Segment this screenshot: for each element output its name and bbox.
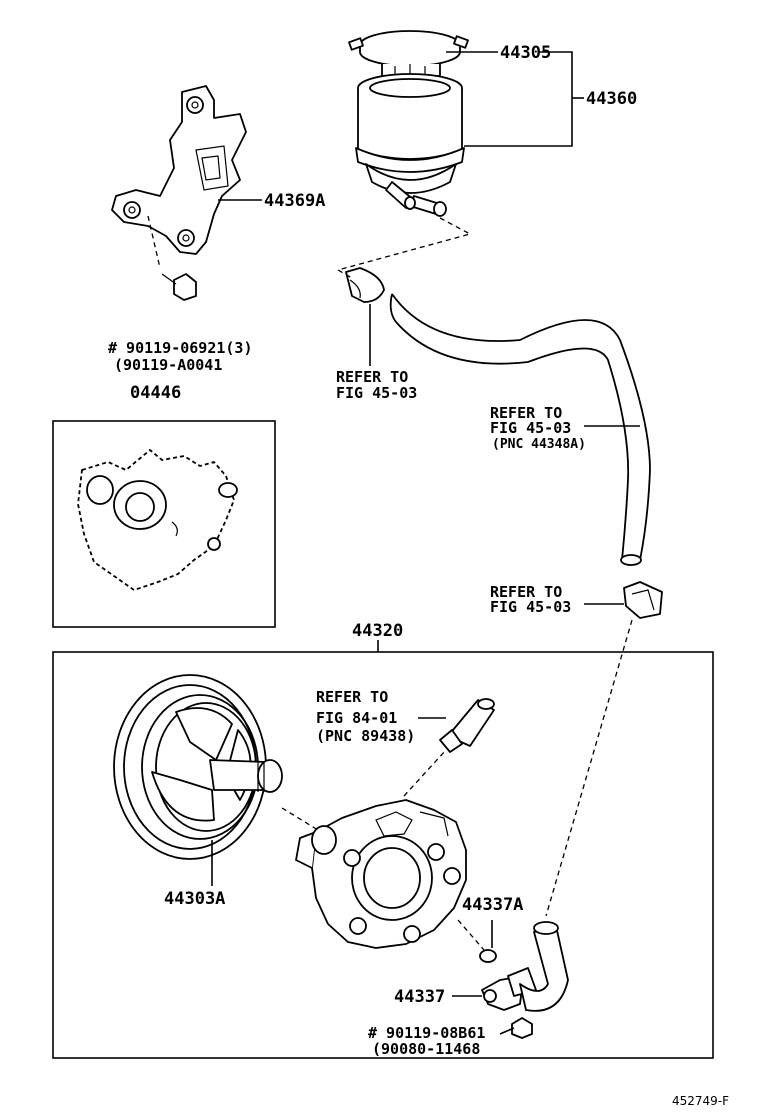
label-refer-hose-2: FIG 45-03 <box>490 419 571 437</box>
label-bolt-90119-a0041: (90119-A0041 <box>114 356 222 374</box>
label-44337a: 44337A <box>462 895 523 915</box>
gasket-kit-box <box>52 420 276 628</box>
return-hose-part <box>389 293 651 566</box>
label-refer-clamp-2: FIG 45-03 <box>336 384 417 402</box>
label-44360: 44360 <box>586 89 637 109</box>
label-refer-sensor-1: REFER TO <box>316 688 388 706</box>
bracket-part <box>111 85 247 255</box>
pulley-part <box>113 674 283 860</box>
label-bolt-90119-06921: # 90119-06921(3) <box>108 339 253 357</box>
o-ring-part <box>479 949 497 963</box>
lower-clamp-part <box>623 581 663 619</box>
label-refer-clamp2-2: FIG 45-03 <box>490 598 571 616</box>
reservoir-cap-part <box>348 30 469 78</box>
gasket-kit-part <box>77 449 238 591</box>
reservoir-tank-part <box>355 73 465 217</box>
union-part <box>481 921 569 1012</box>
label-bolt-90119-08b61: # 90119-08B61 <box>368 1024 485 1042</box>
label-refer-sensor-3: (PNC 89438) <box>316 727 415 745</box>
pump-assembly-box <box>52 651 714 1059</box>
label-refer-clamp-1: REFER TO <box>336 368 408 386</box>
label-44303a: 44303A <box>164 889 225 909</box>
bracket-bolt-part <box>161 273 197 301</box>
label-44337: 44337 <box>394 987 445 1007</box>
label-04446: 04446 <box>130 383 181 403</box>
label-44320: 44320 <box>352 621 403 641</box>
label-44305: 44305 <box>500 43 551 63</box>
figure-id: 452749-F <box>672 1094 729 1108</box>
label-refer-sensor-2: FIG 84-01 <box>316 709 397 727</box>
label-refer-hose-1: REFER TO <box>490 404 562 422</box>
label-refer-hose-3: (PNC 44348A) <box>492 437 586 452</box>
union-bolt-part <box>511 1017 533 1039</box>
pressure-switch-part <box>439 698 495 753</box>
label-bolt-90080-11468: (90080-11468 <box>372 1040 480 1058</box>
upper-clamp-part <box>345 267 385 303</box>
alignment-lines <box>147 215 633 951</box>
pump-body-part <box>295 799 467 949</box>
label-44369a: 44369A <box>264 191 325 211</box>
leader-lines <box>211 51 640 1035</box>
label-refer-clamp2-1: REFER TO <box>490 583 562 601</box>
